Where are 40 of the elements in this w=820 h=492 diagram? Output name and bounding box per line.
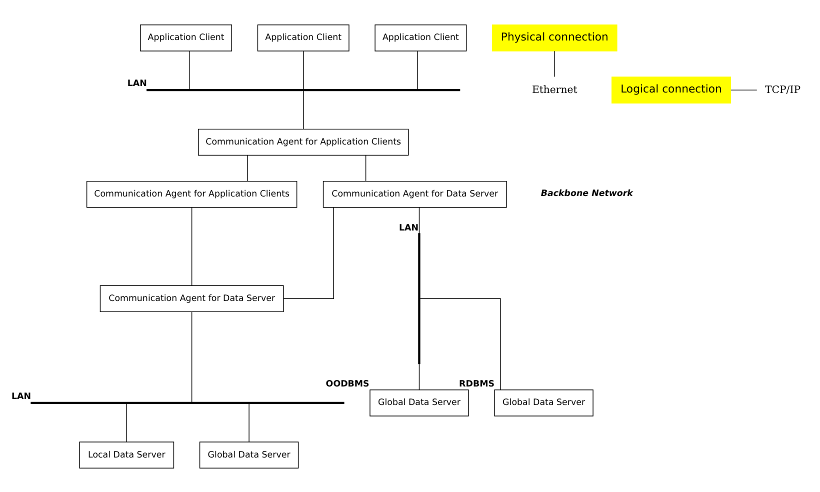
connector	[126, 402, 128, 442]
label: Backbone Network	[540, 188, 633, 198]
node-box: Application Client	[257, 24, 350, 51]
connector	[420, 298, 501, 390]
connector	[283, 206, 334, 298]
node-box: Communication Agent for Application Clients	[198, 128, 409, 156]
node-bar	[30, 401, 344, 404]
node-label: LAN	[127, 78, 147, 89]
connector	[365, 154, 366, 181]
node-box: Application Client	[140, 24, 232, 51]
node-box: Communication Agent for Data Server	[322, 180, 507, 208]
node-box: Global Data Server	[199, 441, 299, 468]
node-box: Global Data Server	[370, 389, 469, 416]
connector	[417, 50, 418, 89]
node-bar	[146, 88, 460, 91]
connector	[191, 206, 192, 286]
connector	[730, 89, 758, 90]
node-box: Logical connection	[612, 76, 731, 103]
connector	[248, 402, 250, 442]
node-label: LAN	[398, 222, 418, 233]
connector	[418, 363, 420, 390]
node-label: LAN	[12, 392, 32, 402]
node-box: Application Client	[374, 24, 467, 51]
node-box: Global Data Server	[494, 389, 594, 416]
node-box: Local Data Server	[79, 441, 174, 468]
node-text: Ethernet	[532, 84, 578, 96]
node-label: OODBMS	[326, 379, 370, 390]
connector	[303, 50, 304, 89]
node-box: Communication Agent for Application Clients	[86, 180, 298, 208]
connector	[188, 50, 190, 89]
connector	[303, 90, 304, 129]
node-text: TCP/IP	[765, 84, 801, 96]
node-label: RDBMS	[459, 379, 494, 390]
node-box: Physical connection	[492, 24, 618, 51]
connector	[247, 154, 248, 181]
connector	[554, 50, 556, 77]
node-bar	[418, 232, 420, 364]
connector	[418, 206, 420, 234]
connector	[191, 310, 192, 402]
node-box: Communication Agent for Data Server	[100, 284, 284, 312]
